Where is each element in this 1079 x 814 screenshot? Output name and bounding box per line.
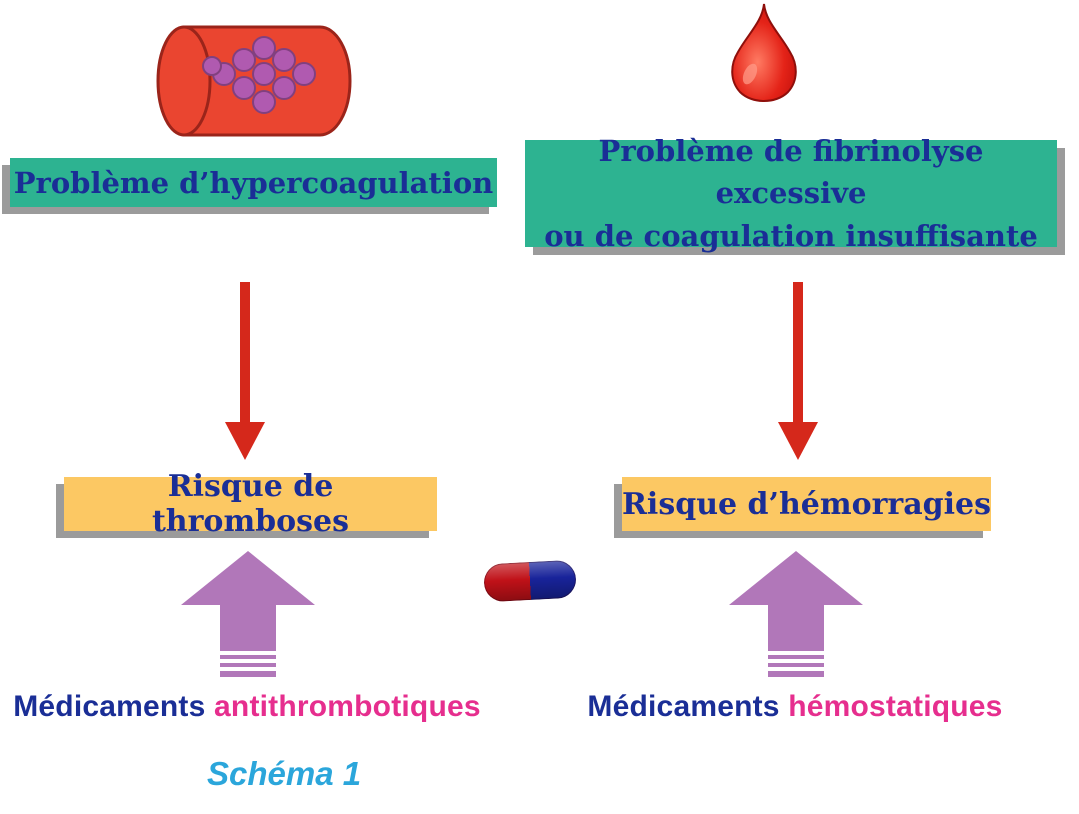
risk-box-right-label: Risque d’hémorragies	[622, 486, 992, 522]
risk-box-left-label: Risque de thromboses	[151, 469, 350, 539]
medication-caption-left: Médicaments antithrombotiques	[12, 690, 482, 724]
medication-type-left: antithrombotiques	[214, 690, 481, 723]
down-arrow-right-icon	[778, 282, 818, 460]
medication-caption-right: Médicaments hémostatiques	[580, 690, 1010, 724]
problem-box-left: Problème d’hypercoagulation	[10, 158, 497, 207]
medication-prefix-right: Médicaments	[587, 690, 780, 723]
risk-box-right: Risque d’hémorragies	[622, 477, 991, 531]
up-arrow-right-icon	[729, 551, 863, 677]
figure-caption: Schéma 1	[207, 755, 362, 792]
medication-prefix-left: Médicaments	[13, 690, 206, 723]
up-arrow-left-icon	[181, 551, 315, 677]
problem-box-right-label-line1: Problème de fibrinolyse excessive	[598, 134, 984, 211]
pill-capsule-icon	[483, 559, 577, 603]
blood-vessel-clot-icon	[156, 25, 352, 137]
risk-box-left: Risque de thromboses	[64, 469, 437, 539]
blood-drop-icon	[731, 3, 797, 102]
problem-box-right-label-line2: ou de coagulation insuffisante	[544, 218, 1038, 253]
problem-box-left-label: Problème d’hypercoagulation	[13, 165, 494, 200]
down-arrow-left-icon	[225, 282, 265, 460]
problem-box-right: Problème de fibrinolyse excessive ou de …	[525, 134, 1057, 253]
medication-type-right: hémostatiques	[788, 690, 1003, 723]
